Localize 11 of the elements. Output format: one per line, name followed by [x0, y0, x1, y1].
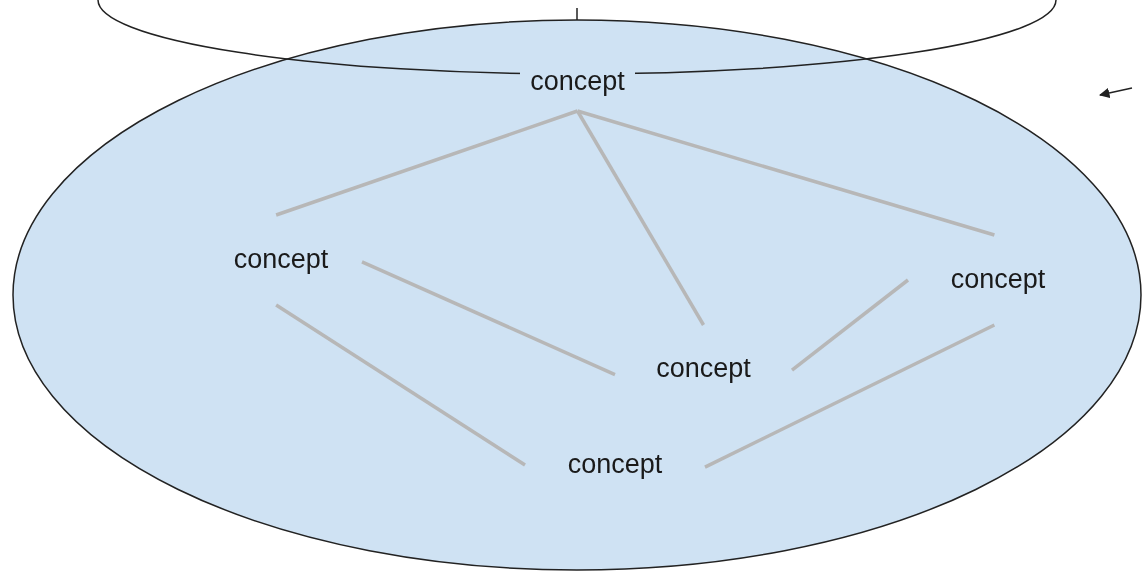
connector-line — [790, 278, 910, 372]
connector-line — [576, 110, 705, 326]
connector-line — [704, 323, 996, 469]
connector-line — [275, 303, 526, 467]
connector-line — [361, 260, 616, 377]
connector-line — [577, 109, 995, 237]
concept-label: concept — [656, 353, 751, 384]
concept-label: concept — [567, 450, 663, 480]
connector-line — [275, 109, 579, 217]
concept-label: concept — [233, 245, 329, 275]
concept-label: concept — [950, 265, 1046, 295]
